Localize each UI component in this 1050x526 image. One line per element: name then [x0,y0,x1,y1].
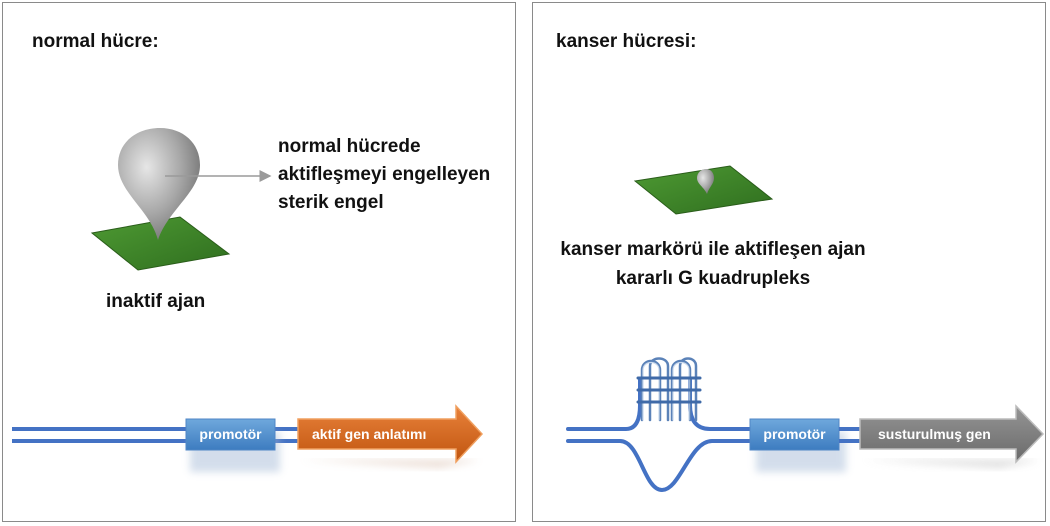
activated-agent-label-2: kararlı G kuadrupleks [615,268,811,289]
annotation-line-3: sterik engel [278,192,384,213]
activated-agent-label-1: kanser markörü ile aktifleşen ajan [560,239,866,260]
silenced-gene-arrow [859,404,1045,464]
active-gene-arrow [297,404,484,464]
activated-agent-icon [633,165,774,215]
promoter-label-right: promotör [763,426,826,442]
panel-title-normal: normal hücre: [32,31,159,52]
annotation-line-2: aktifleşmeyi engelleyen [278,164,491,185]
silenced-gene-label: susturulmuş gen [878,426,991,442]
inactive-agent-label: inaktif ajan [106,291,206,312]
g-quadruplex-icon [636,357,702,422]
annotation-line-1: normal hücrede [278,136,421,157]
inactive-agent-icon [90,128,231,271]
promoter-label-left: promotör [199,426,262,442]
promoter-box-right [749,418,840,451]
panel-title-cancer: kanser hücresi: [556,31,697,52]
panel-cancer-cell [532,2,1046,522]
promoter-box-left [185,418,276,451]
active-gene-label: aktif gen anlatımı [312,426,427,442]
